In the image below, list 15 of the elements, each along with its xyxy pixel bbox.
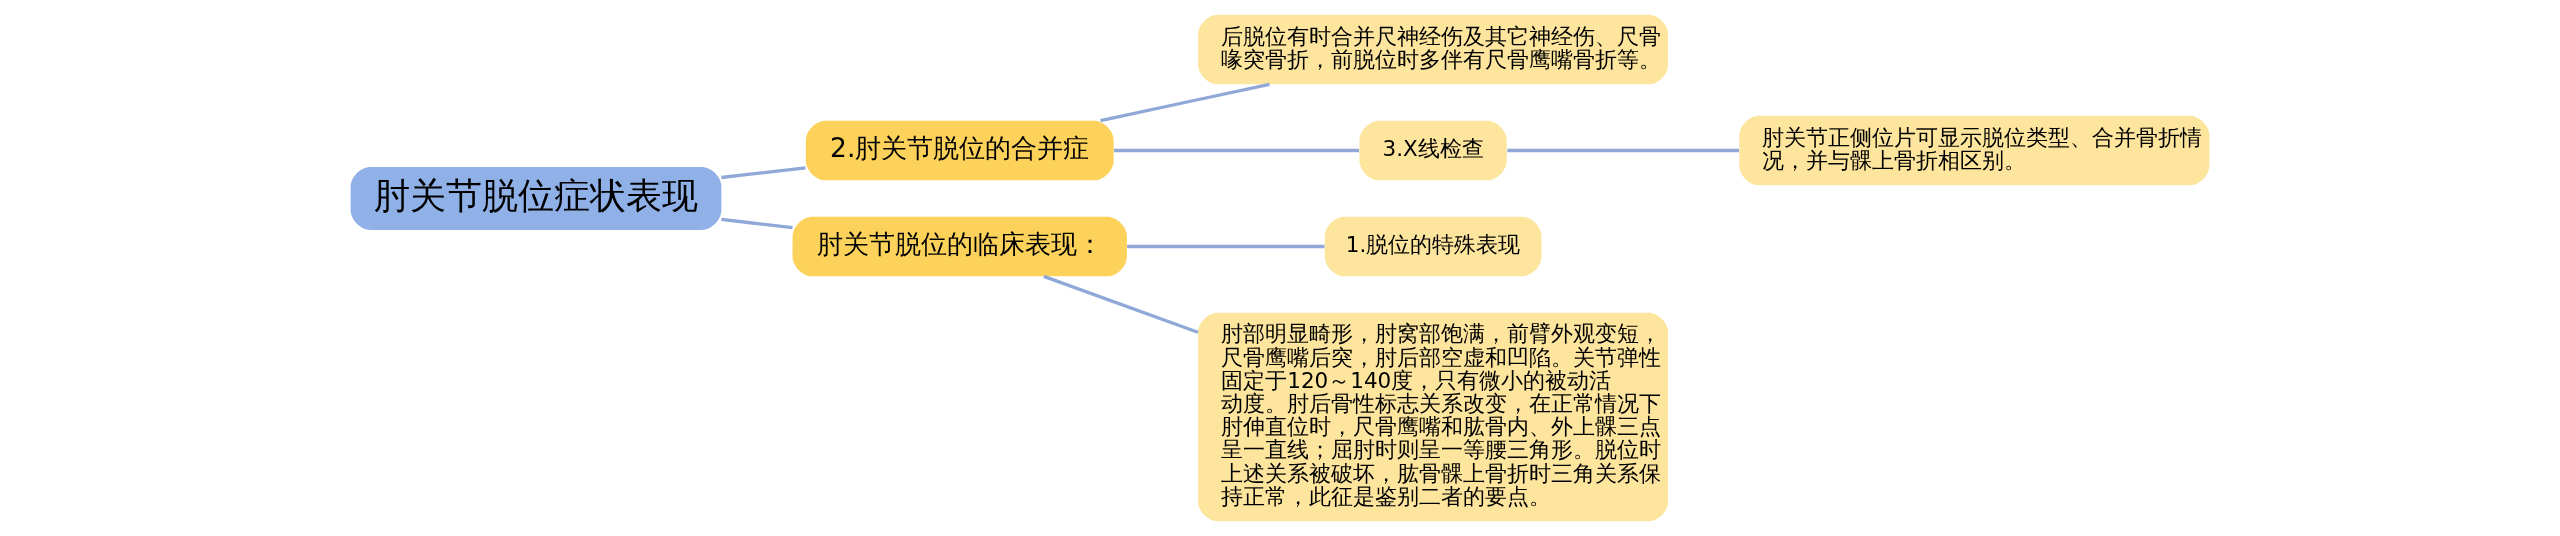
node-box: 肘关节正侧位片可显示脱位类型、合并骨折情况，并与髁上骨折相区别。 xyxy=(1739,115,2210,186)
node-box: 2.肘关节脱位的合并症 xyxy=(805,120,1114,181)
node-box: 1.脱位的特殊表现 xyxy=(1324,216,1542,277)
connector xyxy=(1507,148,1739,153)
node-box: 3.X线检查 xyxy=(1359,120,1507,181)
node-box: 后脱位有时合并尺神经伤及其它神经伤、尺骨喙突骨折，前脱位时多伴有尺骨鹰嘴骨折等。 xyxy=(1198,14,1669,85)
node-box: 肘关节脱位的临床表现： xyxy=(792,216,1127,277)
connector xyxy=(721,166,806,180)
connector xyxy=(1114,148,1360,153)
connector xyxy=(721,217,793,230)
node-box: 肘部明显畸形，肘窝部饱满，前臂外观变短，尺骨鹰嘴后突，肘后部空虚和凹陷。关节弹性固定于120～140度，只有微小的被动活动度。肘后骨性标志关系改变，在正常情况下肘伸直位时，尺骨鹰嘴和肱骨内、外上髁三点呈一直线；屈肘时则呈一等腰三角形。脱位时上述关系被破坏，肱骨髁上骨折时三角关系保持正常，此征是鉴别二者的要点。 xyxy=(1198,312,1669,522)
connector xyxy=(1043,274,1199,334)
node-box: 肘关节脱位症状表现 xyxy=(350,167,722,230)
connector xyxy=(1100,82,1270,123)
connector xyxy=(1127,244,1325,249)
